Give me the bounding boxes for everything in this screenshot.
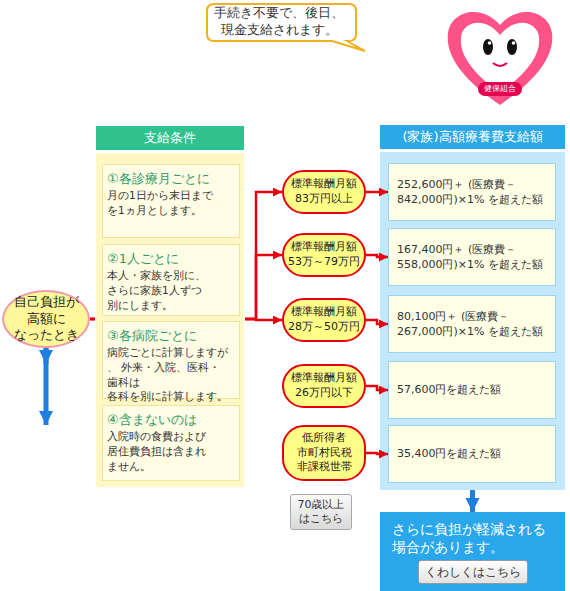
mascot-eye [483,39,493,55]
mascot-illustration [443,3,563,113]
amount-text: 167,400円＋ (医療費－558,000円)×1% を超えた額 [397,242,547,273]
condition-panel: 支給条件①各診療月ごとに月の1日から末日まで を1ヵ月とします。②1人ごとに本人… [95,125,245,488]
condition-heading: ②1人ごとに [107,250,235,268]
condition-box: ①各診療月ごとに月の1日から末日まで を1ヵ月とします。 [102,164,240,238]
amount-text: 252,600円＋ (医療費－842,000円)×1% を超えた額 [397,177,547,208]
amount-box: 80,100円＋ (医療費－267,000円)×1% を超えた額 [388,295,556,353]
condition-box: ④含まないのは入院時の食費および 居住費負担は含まれ ません。 [102,405,240,481]
income-pill: 標準報酬月額 53万～79万円 [282,233,366,277]
badge-text: 健保組合 [478,82,522,96]
flow-arrow [470,490,475,512]
income-text: 標準報酬月額 26万円以下 [287,371,361,401]
mascot-eye-light [512,41,516,45]
condition-heading: ④含まないのは [107,411,235,429]
amount-box: 35,400円を超えた額 [388,425,556,483]
condition-text: 月の1日から末日まで を1ヵ月とします。 [107,188,235,217]
income-text: 標準報酬月額 53万～79万円 [287,240,361,270]
amount-box: 167,400円＋ (医療費－558,000円)×1% を超えた額 [388,228,556,286]
mascot-eye [507,39,517,55]
mascot-badge: 健保組合 [478,82,522,96]
mascot-eye-light [488,41,492,45]
start-oval: 自己負担が 高額に なったとき [2,290,90,348]
flow-arrow [44,348,49,364]
income-pill: 標準報酬月額 26万円以下 [282,364,366,408]
note-box: さらに負担が軽減される 場合があります。くわしくはこちら [380,512,565,591]
button-text: くわしくはこちら [419,564,527,580]
panel-heading: 支給条件 [96,126,244,150]
condition-heading: ③各病院ごとに [107,327,235,345]
income-text: 低所得者 市町村民税 非課税世帯 [287,431,361,476]
income-text: 標準報酬月額 83万円以上 [287,177,361,207]
income-pill: 標準報酬月額 28万～50万円 [282,298,366,342]
link-button: くわしくはこちら [418,560,528,584]
condition-text: 入院時の食費および 居住費負担は含まれ ません。 [107,429,235,473]
note-text: さらに負担が軽減される 場合があります。 [392,520,553,556]
link-button: 70歳以上 はこちら [290,494,352,530]
income-pill: 標準報酬月額 83万円以上 [282,170,366,214]
start-text: 自己負担が 高額に なったとき [4,294,88,345]
condition-box: ②1人ごとに本人・家族を別に、 さらに家族1人ずつ 別にします。 [102,244,240,316]
income-pill: 低所得者 市町村民税 非課税世帯 [282,425,366,481]
flow-arrow [44,348,49,425]
amount-text: 57,600円を超えた額 [397,382,547,397]
button-text: 70歳以上 はこちら [291,498,351,527]
condition-text: 本人・家族を別に、 さらに家族1人ずつ 別にします。 [107,268,235,312]
amount-text: 80,100円＋ (医療費－267,000円)×1% を超えた額 [397,309,547,340]
condition-text: 病院ごとに計算しますが、 外来・入院、医科・歯科は 各科を別に計算します。 [107,345,235,404]
amount-box: 57,600円を超えた額 [388,361,556,419]
amount-text: 35,400円を超えた額 [397,446,547,461]
panel-heading: (家族)高額療養費支給額 [380,125,565,149]
speech-bubble: 手続き不要で、後日、 現金支給されます。 [205,3,365,51]
condition-heading: ①各診療月ごとに [107,170,235,188]
amount-box: 252,600円＋ (医療費－842,000円)×1% を超えた額 [388,163,556,221]
mascot-body [448,12,553,105]
bubble-text: 手続き不要で、後日、 現金支給されます。 [209,5,349,39]
amount-panel: (家族)高額療養費支給額 252,600円＋ (医療費－842,000円)×1% … [380,125,565,490]
bubble-outline [207,4,365,51]
mascot-mouth [493,63,507,66]
condition-box: ③各病院ごとに病院ごとに計算しますが、 外来・入院、医科・歯科は 各科を別に計算… [102,321,240,399]
income-text: 標準報酬月額 28万～50万円 [287,305,361,335]
